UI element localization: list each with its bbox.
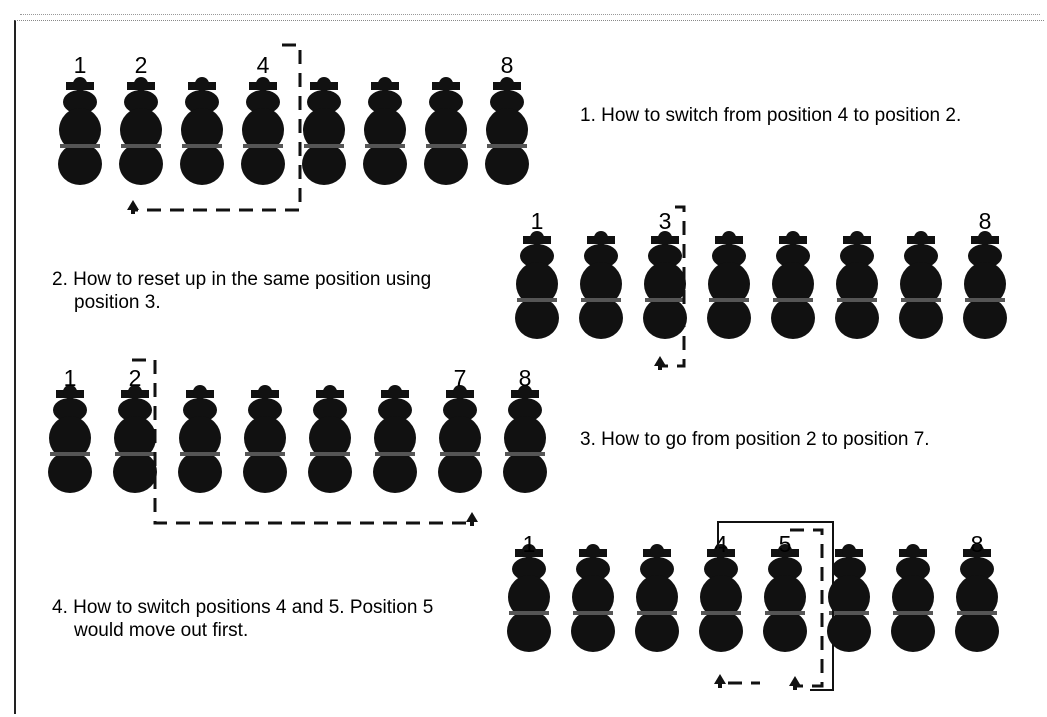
row-4-rowers: 1 4 5 8 <box>507 531 999 652</box>
position-number-4-4: 4 <box>715 531 728 557</box>
rower-figure-4-1 <box>507 544 551 652</box>
rower-figure-3-5 <box>308 385 352 493</box>
caption-2: 2. How to reset up in the same position … <box>52 268 431 314</box>
rower-figure-2-4 <box>707 231 751 339</box>
arrow-up-icon-row-4-a <box>789 676 801 690</box>
movement-paths <box>127 43 834 691</box>
position-number-3-7: 7 <box>454 365 467 391</box>
rower-figure-2-7 <box>899 231 943 339</box>
caption-4-line-1: 4. How to switch positions 4 and 5. Posi… <box>52 597 434 618</box>
position-number-1-8: 8 <box>501 52 514 78</box>
arrow-up-icon-row-1 <box>127 200 139 214</box>
rower-figure-1-4 <box>241 77 285 185</box>
caption-4-line-2: would move out first. <box>74 620 249 641</box>
rower-figure-1-8 <box>485 77 529 185</box>
rower-figure-4-2 <box>571 544 615 652</box>
rower-figure-2-6 <box>835 231 879 339</box>
rower-figure-4-5 <box>763 544 807 652</box>
caption-1-line-1: 1. How to switch from position 4 to posi… <box>580 105 962 126</box>
rower-figure-3-6 <box>373 385 417 493</box>
position-number-4-8: 8 <box>971 531 984 557</box>
rower-figure-4-4 <box>699 544 743 652</box>
top-border-line <box>20 14 1040 15</box>
rower-figure-1-1 <box>58 77 102 185</box>
rower-figure-3-3 <box>178 385 222 493</box>
rower-figure-4-7 <box>891 544 935 652</box>
rower-figure-2-5 <box>771 231 815 339</box>
arrow-up-icon-row-2 <box>654 356 666 370</box>
rower-figure-3-8 <box>503 385 547 493</box>
position-number-3-1: 1 <box>64 365 77 391</box>
rower-figure-4-8 <box>955 544 999 652</box>
rower-figure-1-6 <box>363 77 407 185</box>
rower-figure-3-2 <box>113 385 157 493</box>
rower-figure-1-7 <box>424 77 468 185</box>
path-row-1 <box>133 43 302 212</box>
path-row-3 <box>132 358 472 525</box>
rower-figure-1-5 <box>302 77 346 185</box>
box-row-4 <box>717 521 834 691</box>
rower-figure-3-4 <box>243 385 287 493</box>
rower-figure-2-3 <box>643 231 687 339</box>
caption-3-line-1: 3. How to go from position 2 to position… <box>580 429 930 450</box>
diagram-frame <box>14 20 1044 714</box>
caption-2-line-2: position 3. <box>74 292 161 313</box>
rower-figure-4-6 <box>827 544 871 652</box>
position-number-1-1: 1 <box>74 52 87 78</box>
position-number-3-2: 2 <box>129 365 142 391</box>
position-number-2-1: 1 <box>531 208 544 234</box>
rower-figure-3-7 <box>438 385 482 493</box>
row-1-rowers: 1 2 4 8 <box>58 52 529 185</box>
rower-figure-2-8 <box>963 231 1007 339</box>
rower-figure-3-1 <box>48 385 92 493</box>
position-number-1-2: 2 <box>135 52 148 78</box>
position-number-2-8: 8 <box>979 208 992 234</box>
arrow-up-icon-row-4-b <box>714 674 726 688</box>
position-number-1-4: 4 <box>257 52 270 78</box>
path-row-2 <box>660 205 686 368</box>
position-number-2-3: 3 <box>659 208 672 234</box>
arrow-up-icon-row-3 <box>466 512 478 526</box>
caption-4: 4. How to switch positions 4 and 5. Posi… <box>52 596 433 642</box>
caption-1: 1. How to switch from position 4 to posi… <box>580 104 961 127</box>
rower-figure-2-2 <box>579 231 623 339</box>
caption-2-line-1: 2. How to reset up in the same position … <box>52 269 432 290</box>
row-2-rowers: 1 3 8 <box>515 208 1007 339</box>
row-3-rowers: 1 2 7 8 <box>48 365 547 493</box>
position-number-4-1: 1 <box>523 531 536 557</box>
rower-figure-2-1 <box>515 231 559 339</box>
position-number-3-8: 8 <box>519 365 532 391</box>
rower-figure-1-2 <box>119 77 163 185</box>
position-number-4-5: 5 <box>779 531 792 557</box>
caption-3: 3. How to go from position 2 to position… <box>580 428 930 451</box>
rower-figure-1-3 <box>180 77 224 185</box>
rower-figure-4-3 <box>635 544 679 652</box>
